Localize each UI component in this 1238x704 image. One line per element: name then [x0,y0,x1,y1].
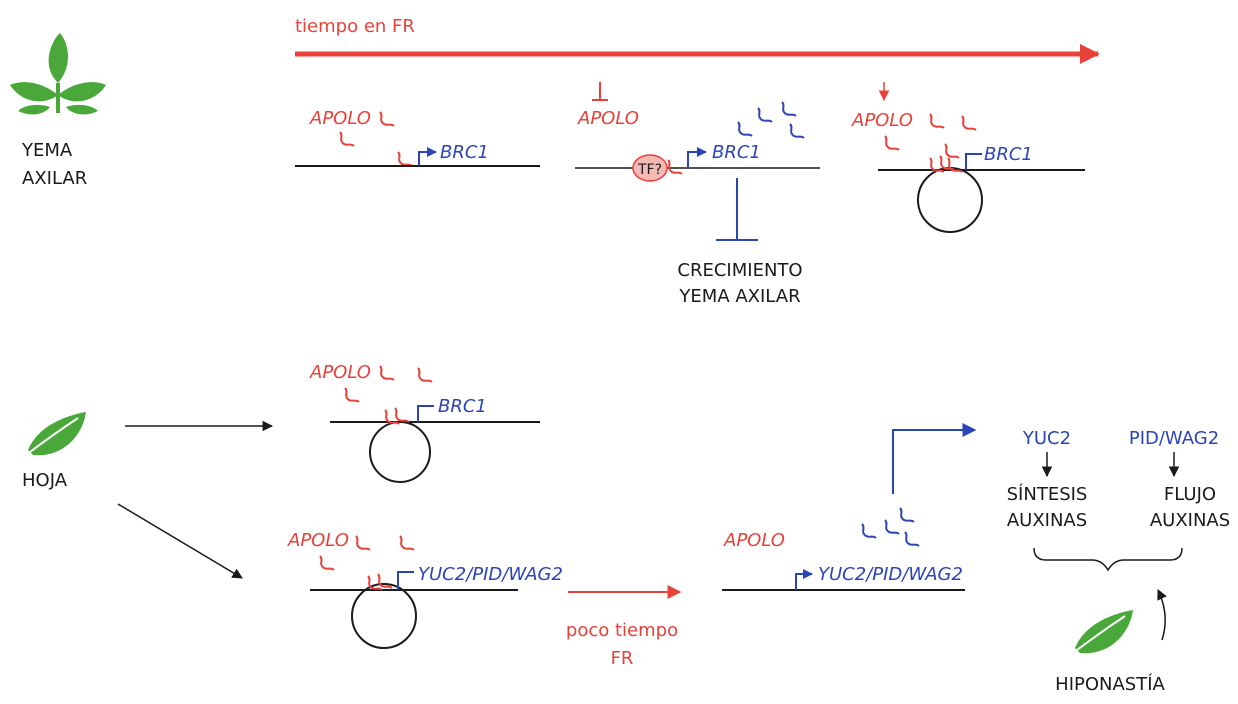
output-arrow [892,423,977,494]
synthesis-label-2: AUXINAS [1007,510,1087,531]
apolo-label: APOLO [723,530,785,551]
apolo-label: APOLO [309,108,371,129]
bud-panel-early: APOLO BRC1 [295,108,540,167]
gene-label-brc1: BRC1 [984,144,1033,165]
growth-label-2: YEMA AXILAR [678,286,800,307]
leaf-icon [27,411,87,457]
short-fr-label: poco tiempo [566,620,678,641]
r-loop-circle [917,167,983,233]
r-loop-circle [351,583,417,649]
apolo-label: APOLO [287,530,349,551]
apolo-label: APOLO [309,362,371,383]
curved-arrow [1157,589,1167,641]
pid-wag2-label: PID/WAG2 [1129,428,1219,449]
downstream-outputs: YUC2 PID/WAG2 SÍNTESIS AUXINAS FLUJO AUX… [1007,428,1230,572]
tf-blob [632,154,668,182]
leaf-panel-yuc-early: APOLO YUC2/PID/WAG2 [287,530,563,649]
arrow-leaf-lower [117,503,243,579]
growth-label: CRECIMIENTO [677,260,802,281]
leaf-panel-yuc-active: APOLO YUC2/PID/WAG2 [722,423,977,591]
gene-label-brc1: BRC1 [438,396,487,417]
leaf-hyponasty-icon [1074,609,1134,655]
flux-label-2: AUXINAS [1150,510,1230,531]
hyponasty-label: HIPONASTÍA [1055,673,1165,695]
apolo-label: APOLO [851,110,913,131]
apolo-label: APOLO [577,108,639,129]
tf-label: TF? [637,162,662,178]
yuc2-label: YUC2 [1022,428,1071,449]
gene-label-brc1: BRC1 [440,142,489,163]
gene-label-brc1: BRC1 [712,142,761,163]
brace [1033,547,1183,572]
organ-label-bud-2: AXILAR [22,168,87,189]
organ-label-leaf: HOJA [22,470,68,491]
leaf-panel-brc1: APOLO BRC1 [309,362,540,483]
flux-label: FLUJO [1164,484,1216,505]
bud-panel-late: APOLO BRC1 [851,82,1085,233]
bud-panel-mid: APOLO TF? BRC1 CRECIMIENTO YEMA AXILAR [575,82,820,307]
gene-label-yuc: YUC2/PID/WAG2 [818,564,963,585]
gene-label-yuc: YUC2/PID/WAG2 [418,564,563,585]
synthesis-label: SÍNTESIS [1007,483,1088,505]
short-fr-label-2: FR [611,648,634,669]
organ-label-bud: YEMA [21,140,73,161]
r-loop-circle [369,421,431,483]
sprout-icon [10,33,106,115]
time-arrow-label: tiempo en FR [295,16,415,37]
